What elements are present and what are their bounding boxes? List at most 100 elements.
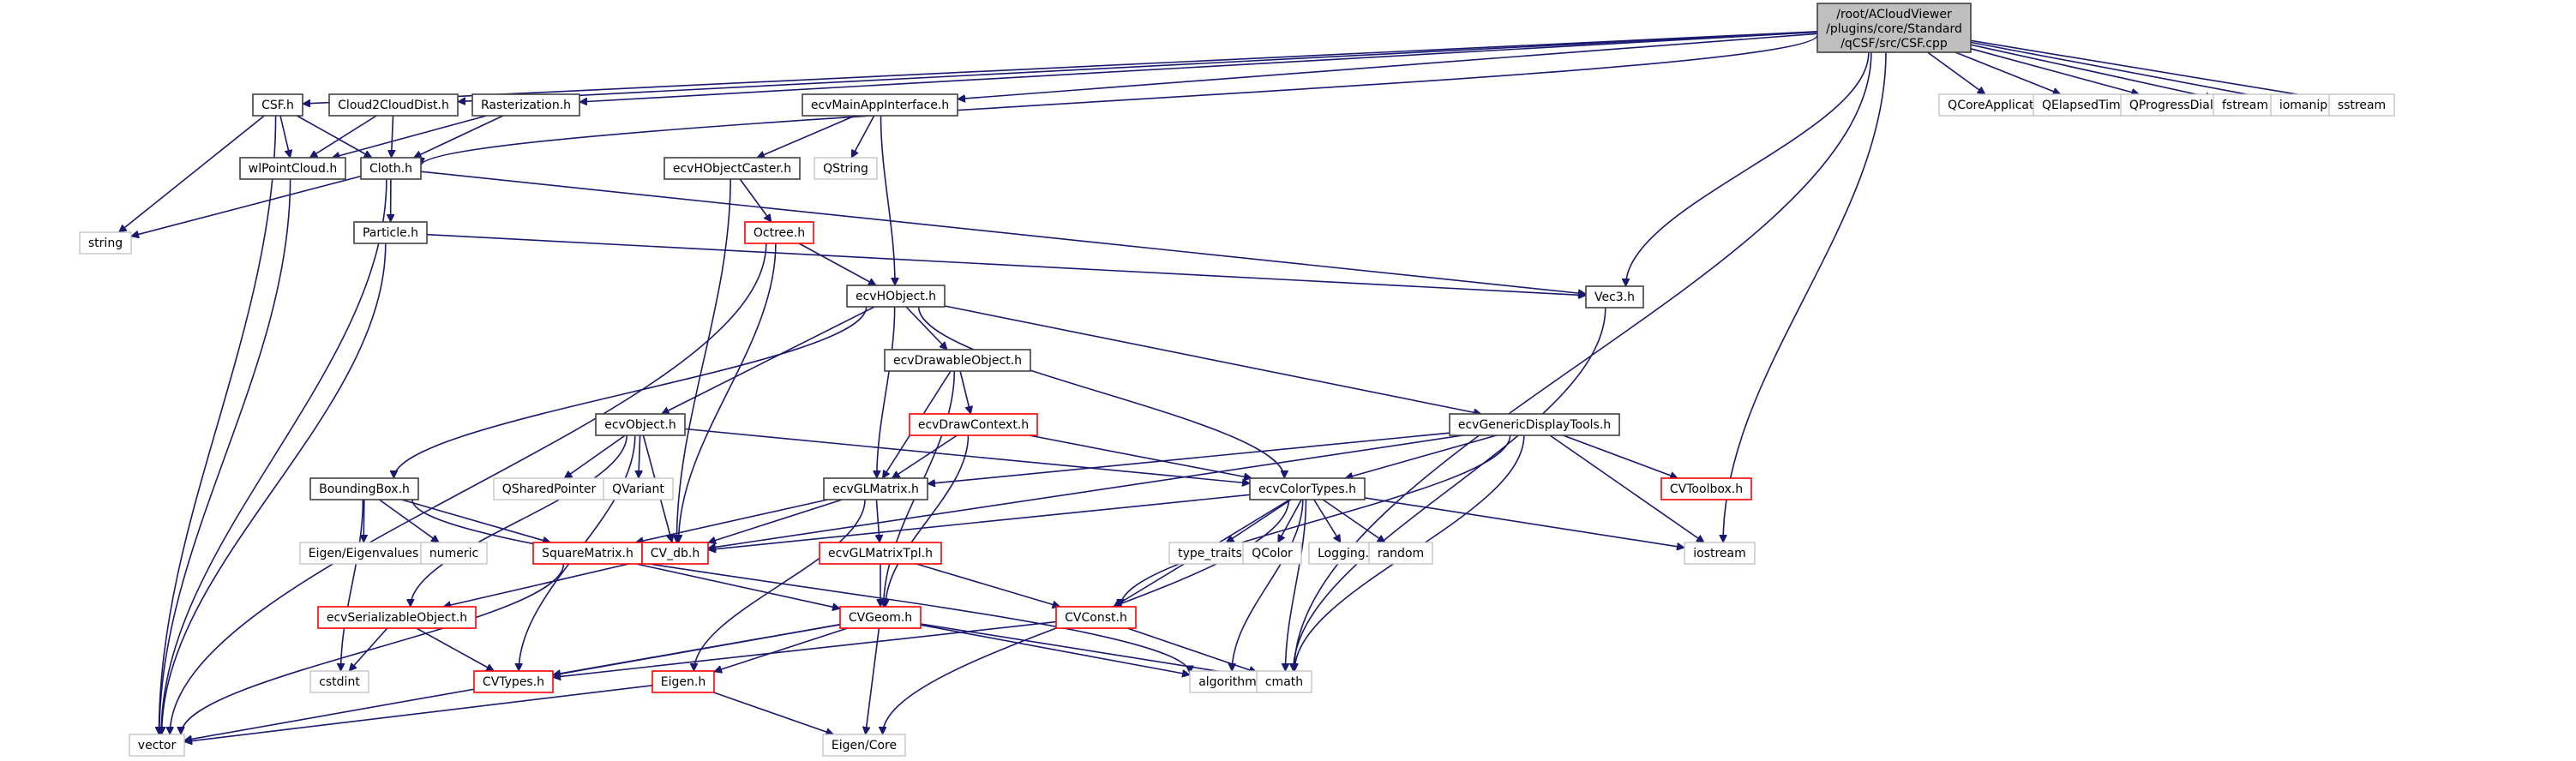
node-cvdb[interactable]: CV_db.h: [641, 542, 709, 565]
node-label: CVConst.h: [1065, 611, 1127, 625]
node-hobjcaster[interactable]: ecvHObjectCaster.h: [664, 157, 801, 180]
edge-root-to-csf_h: [303, 31, 1818, 104]
edge-drawcontext-to-cvgeom: [886, 434, 970, 607]
node-box: [839, 606, 922, 629]
edge-octree-to-hobject: [798, 243, 876, 286]
edge-serializable-to-cvtypes: [416, 627, 495, 672]
node-cvtoolbox[interactable]: CVToolbox.h: [1660, 477, 1752, 500]
node-label: Eigen.h: [661, 675, 706, 689]
node-label: CV_db.h: [651, 547, 700, 560]
edge-root-to-rasterization: [579, 31, 1818, 103]
node-label: Cloud2CloudDist.h: [338, 99, 449, 112]
node-qvariant: QVariant: [603, 477, 674, 500]
node-box: [252, 93, 303, 117]
edge-cloth-to-vec3: [420, 171, 1586, 294]
node-vec3[interactable]: Vec3.h: [1585, 285, 1644, 309]
node-colortypes[interactable]: ecvColorTypes.h: [1249, 477, 1366, 500]
node-box: [1242, 542, 1302, 565]
node-cvconst[interactable]: CVConst.h: [1055, 606, 1137, 629]
edge-hobject-to-drawable: [905, 306, 947, 350]
node-object[interactable]: ecvObject.h: [595, 413, 686, 436]
node-label: ecvGLMatrix.h: [832, 482, 919, 496]
edge-genericdisplay-to-cvdb: [708, 434, 1463, 548]
node-box: [595, 413, 686, 436]
node-box: [641, 542, 709, 565]
node-label: CVToolbox.h: [1670, 482, 1743, 496]
edge-colortypes-to-logging: [1313, 499, 1342, 542]
edge-glmatrix-to-glmatrixtpl: [876, 499, 880, 542]
node-box: [299, 542, 428, 565]
node-box: [819, 542, 942, 565]
node-cvgeom[interactable]: CVGeom.h: [839, 606, 922, 629]
edge-hobjcaster-to-octree: [739, 178, 772, 222]
node-label: ecvDrawContext.h: [918, 418, 1029, 432]
node-label: vector: [138, 739, 177, 752]
node-cvtypes[interactable]: CVTypes.h: [473, 670, 554, 693]
node-label: Vec3.h: [1594, 291, 1635, 304]
node-box: [802, 93, 958, 117]
edge-cvgeom-to-eigencore: [866, 627, 880, 734]
node-wlpointcloud[interactable]: wlPointCloud.h: [239, 157, 346, 180]
node-eigen_h[interactable]: Eigen.h: [652, 670, 715, 693]
node-qsharedptr: QSharedPointer: [493, 477, 605, 500]
edge-hobject-to-glmatrix: [877, 306, 896, 478]
edge-particle-to-vec3: [426, 233, 1586, 296]
edge-rasterization-to-cloth: [414, 115, 504, 159]
node-csf_h[interactable]: CSF.h: [252, 93, 303, 117]
node-rasterization[interactable]: Rasterization.h: [471, 93, 580, 117]
edge-boundingbox-to-cstdint: [341, 499, 364, 671]
node-cloud2cloud[interactable]: Cloud2CloudDist.h: [328, 93, 459, 117]
node-particle[interactable]: Particle.h: [353, 221, 428, 244]
node-serializable[interactable]: ecvSerializableObject.h: [317, 606, 477, 629]
node-box: [471, 93, 580, 117]
node-label: cstdint: [319, 675, 360, 689]
node-cmath: cmath: [1256, 670, 1312, 693]
node-drawable[interactable]: ecvDrawableObject.h: [884, 349, 1031, 372]
node-qprogress: QProgressDialog: [2120, 93, 2237, 117]
edge-object-to-qsharedptr: [564, 434, 626, 479]
edge-root-to-fstream: [1970, 44, 2213, 98]
node-squarematrix[interactable]: SquareMatrix.h: [532, 542, 643, 565]
edge-serializable-to-cstdint: [349, 627, 388, 671]
edge-hobjcaster-to-cvdb: [676, 178, 731, 542]
edge-drawcontext-to-colortypes: [1029, 434, 1252, 478]
node-label: QProgressDialog: [2129, 99, 2228, 112]
edge-glmatrix-to-eigen_h: [694, 499, 866, 671]
node-label: CSF.h: [261, 99, 294, 112]
node-label: iostream: [1693, 547, 1746, 560]
edge-genericdisplay-to-cvtoolbox: [1563, 434, 1678, 478]
node-cloth[interactable]: Cloth.h: [360, 157, 422, 180]
edge-root-to-sstream: [1970, 39, 2329, 99]
node-label: /qCSF/src/CSF.cpp: [1840, 37, 1948, 51]
node-label: CVGeom.h: [849, 611, 912, 625]
node-glmatrixtpl[interactable]: ecvGLMatrixTpl.h: [819, 542, 942, 565]
node-label: Rasterization.h: [481, 99, 571, 112]
node-mainapp[interactable]: ecvMainAppInterface.h: [802, 93, 958, 117]
node-label: Eigen/Eigenvalues: [309, 547, 418, 560]
edge-squarematrix-to-cvgeom: [636, 563, 840, 608]
edge-root-to-cloud2cloud: [458, 31, 1818, 102]
node-genericdisplay[interactable]: ecvGenericDisplayTools.h: [1449, 413, 1620, 436]
node-box: [652, 670, 715, 693]
node-label: QColor: [1252, 547, 1293, 560]
node-box: [1816, 3, 1972, 53]
node-box: [309, 670, 369, 693]
node-label: numeric: [429, 547, 478, 560]
node-glmatrix[interactable]: ecvGLMatrix.h: [823, 477, 928, 500]
node-drawcontext[interactable]: ecvDrawContext.h: [909, 413, 1038, 436]
node-label: ecvObject.h: [604, 418, 676, 432]
node-boundingbox[interactable]: BoundingBox.h: [309, 477, 419, 500]
node-label: SquareMatrix.h: [542, 547, 633, 560]
node-octree[interactable]: Octree.h: [744, 221, 814, 244]
edge-octree-to-vector: [170, 243, 767, 734]
node-hobject[interactable]: ecvHObject.h: [846, 285, 946, 308]
edge-glmatrix-to-cvdb: [708, 499, 843, 542]
edge-colortypes-to-qcolor: [1277, 499, 1302, 542]
edge-glmatrixtpl-to-cvconst: [916, 563, 1060, 607]
node-string: string: [79, 231, 132, 255]
edge-mainapp-to-hobjcaster: [757, 115, 856, 158]
node-root[interactable]: /root/ACloudViewer/plugins/core/Standard…: [1816, 3, 1972, 53]
node-label: Logging.h: [1318, 547, 1377, 560]
edge-root-to-vec3: [1626, 51, 1870, 286]
node-box: [239, 157, 346, 180]
